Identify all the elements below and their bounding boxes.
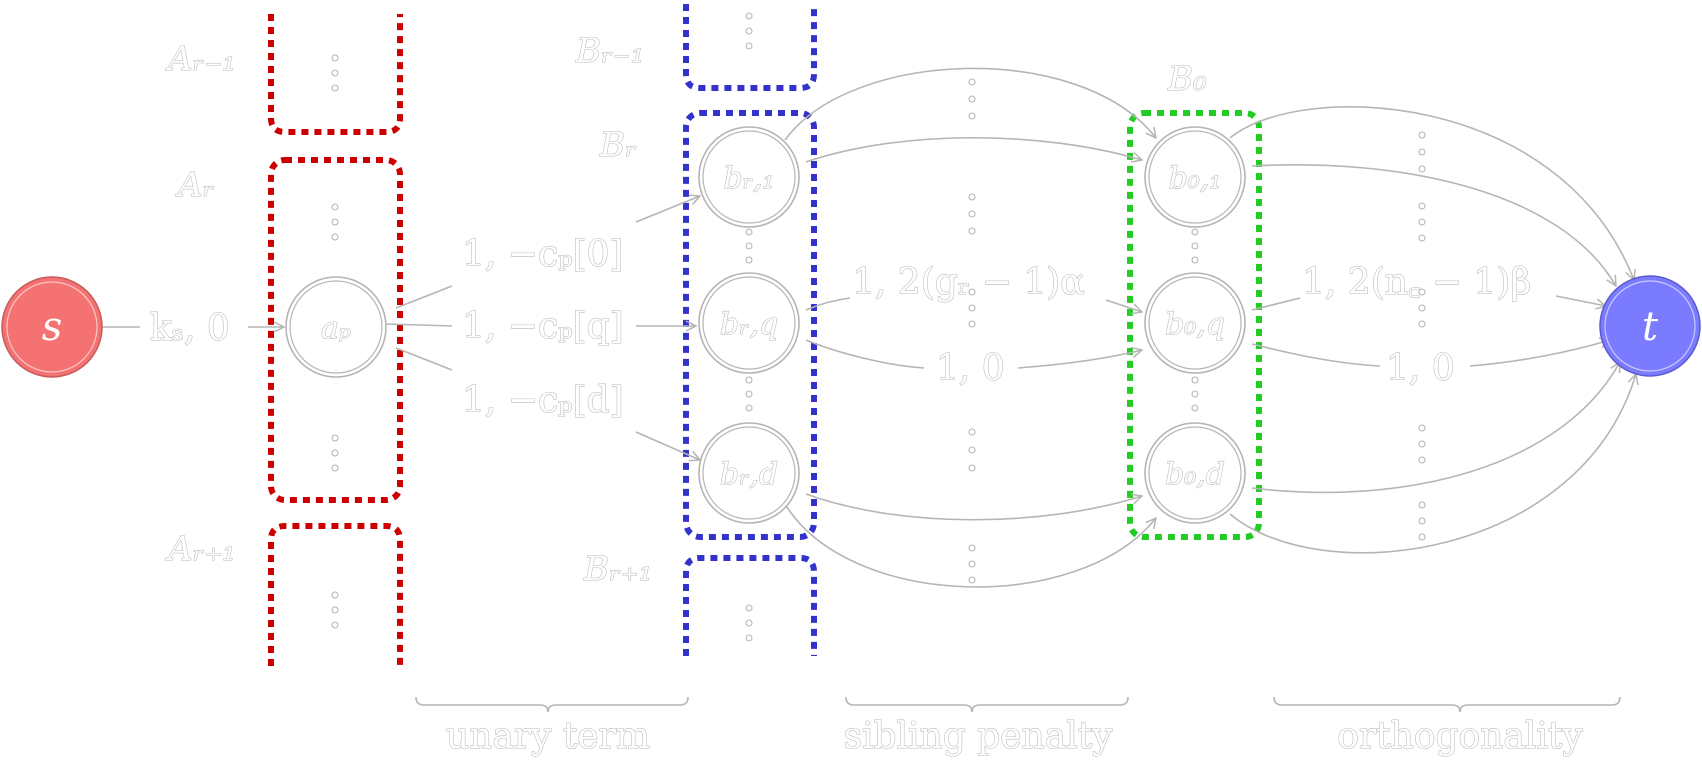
edge-ap-brq-a [385,323,453,327]
group-b-zero-box [1127,110,1262,540]
sink-node: t [1599,275,1701,377]
edge-ap-brd-b [635,431,700,460]
source-label: s [42,304,63,350]
edge-ap-br1-b [635,196,700,223]
group-a-cur-box [268,157,403,503]
edge-label-ortho-zero: 1, 0 [1386,348,1455,389]
edge-b0q-t-a [1251,297,1301,311]
edge-b01-t-upper [1229,106,1634,280]
edge-brd-b0d [805,493,1142,521]
node-a-p-label: aₚ [321,311,351,346]
brace-sibling [845,696,1129,713]
edge-label-unary-0: 1, −cₚ[0] [462,234,624,275]
node-b-0d: b₀,d [1144,422,1246,524]
edge-label-source: kₛ, 0 [150,308,230,349]
node-b-0q-label: b₀,q [1165,307,1225,342]
group-a-next-box [268,523,403,666]
node-b-rd-label: bᵣ,d [720,457,778,492]
node-a-p: aₚ [285,276,387,378]
node-b-rd: bᵣ,d [698,422,800,524]
section-ortho-label: orthogonality [1337,716,1583,757]
sink-label: t [1642,304,1659,350]
edge-b0q-t-low-a [1251,343,1381,367]
edge-brq-b0q-a [805,297,851,311]
edge-b0q-t-low-b [1469,340,1610,367]
section-unary-label: unary term [446,716,650,757]
source-node: s [1,276,103,378]
edge-brq-b0q-low-b [1017,350,1142,369]
group-b-next-label: Bᵣ₊₁ [583,549,652,589]
edge-label-unary-d: 1, −cₚ[d] [462,380,624,421]
ellipsis-dots [331,12,1426,642]
group-a-cur-label: Aᵣ [175,165,214,205]
edge-b0q-t-b [1555,295,1606,306]
edge-brq-b0q-b [1105,299,1142,312]
node-b-r1: bᵣ,₁ [698,126,800,228]
node-b-01: b₀,₁ [1144,126,1246,228]
group-a-prev-label: Aᵣ₋₁ [165,39,236,79]
edge-ap-brd-a [395,347,453,371]
edge-b0d-t [1251,362,1620,494]
node-b-r1-label: bᵣ,₁ [723,161,774,196]
edge-b0d-t-lower [1229,374,1636,554]
group-b-next-box [683,555,817,656]
edge-brd-b0d-lower [784,503,1156,588]
edges [102,67,1636,588]
brace-unary [415,696,689,713]
edge-label-sibling-zero: 1, 0 [936,348,1005,389]
node-b-0d-label: b₀,d [1165,457,1225,492]
brace-ortho [1273,696,1621,713]
group-b-prev-box [683,4,817,91]
edge-b01-t [1251,164,1616,286]
group-a-next-label: Aᵣ₊₁ [165,529,236,569]
group-b-zero-label: B₀ [1167,59,1207,99]
edge-ap-br1-a [395,285,453,309]
node-b-0q: b₀,q [1144,272,1246,374]
node-b-rq-label: bᵣ,q [720,307,778,342]
edge-label-ortho: 1, 2(n꜀ − 1)β [1302,262,1531,303]
node-b-01-label: b₀,₁ [1169,161,1222,196]
edge-br1-b01-upper [784,67,1156,141]
section-sibling-label: sibling penalty [843,716,1113,757]
edge-label-unary-q: 1, −cₚ[q] [462,306,624,347]
group-b-cur-label: Bᵣ [599,125,637,165]
group-b-prev-label: Bᵣ₋₁ [575,31,644,71]
group-a-prev-box [268,14,403,135]
edge-brq-b0q-low-a [805,339,925,369]
node-b-rq: bᵣ,q [698,272,800,374]
edge-br1-b01 [805,136,1142,163]
edge-label-sibling: 1, 2(gᵣ − 1)α [852,262,1085,303]
